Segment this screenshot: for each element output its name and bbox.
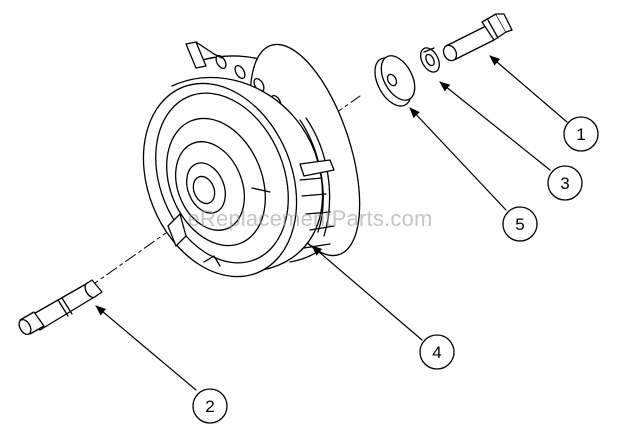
part-1-hex-bolt bbox=[442, 13, 513, 62]
callout-1-label: 1 bbox=[576, 125, 585, 144]
part-2-stud bbox=[18, 279, 103, 336]
leader-4 bbox=[311, 245, 423, 341]
leader-5 bbox=[409, 107, 507, 211]
part-4-clutch bbox=[142, 41, 361, 278]
callout-2: 2 bbox=[192, 388, 228, 424]
leader-3 bbox=[439, 81, 551, 171]
callout-2-label: 2 bbox=[205, 397, 214, 416]
callout-5: 5 bbox=[502, 206, 538, 242]
callout-4-label: 4 bbox=[432, 343, 441, 362]
callout-1: 1 bbox=[563, 116, 599, 152]
callout-5-label: 5 bbox=[515, 215, 524, 234]
leader-lines bbox=[95, 55, 568, 391]
part-5-flat-washer bbox=[374, 55, 416, 107]
leader-1 bbox=[489, 55, 568, 123]
callout-3: 3 bbox=[547, 165, 583, 201]
leader-2 bbox=[95, 305, 197, 391]
callout-3-label: 3 bbox=[560, 174, 569, 193]
callout-4: 4 bbox=[419, 334, 455, 370]
part-3-lock-washer bbox=[420, 47, 440, 73]
